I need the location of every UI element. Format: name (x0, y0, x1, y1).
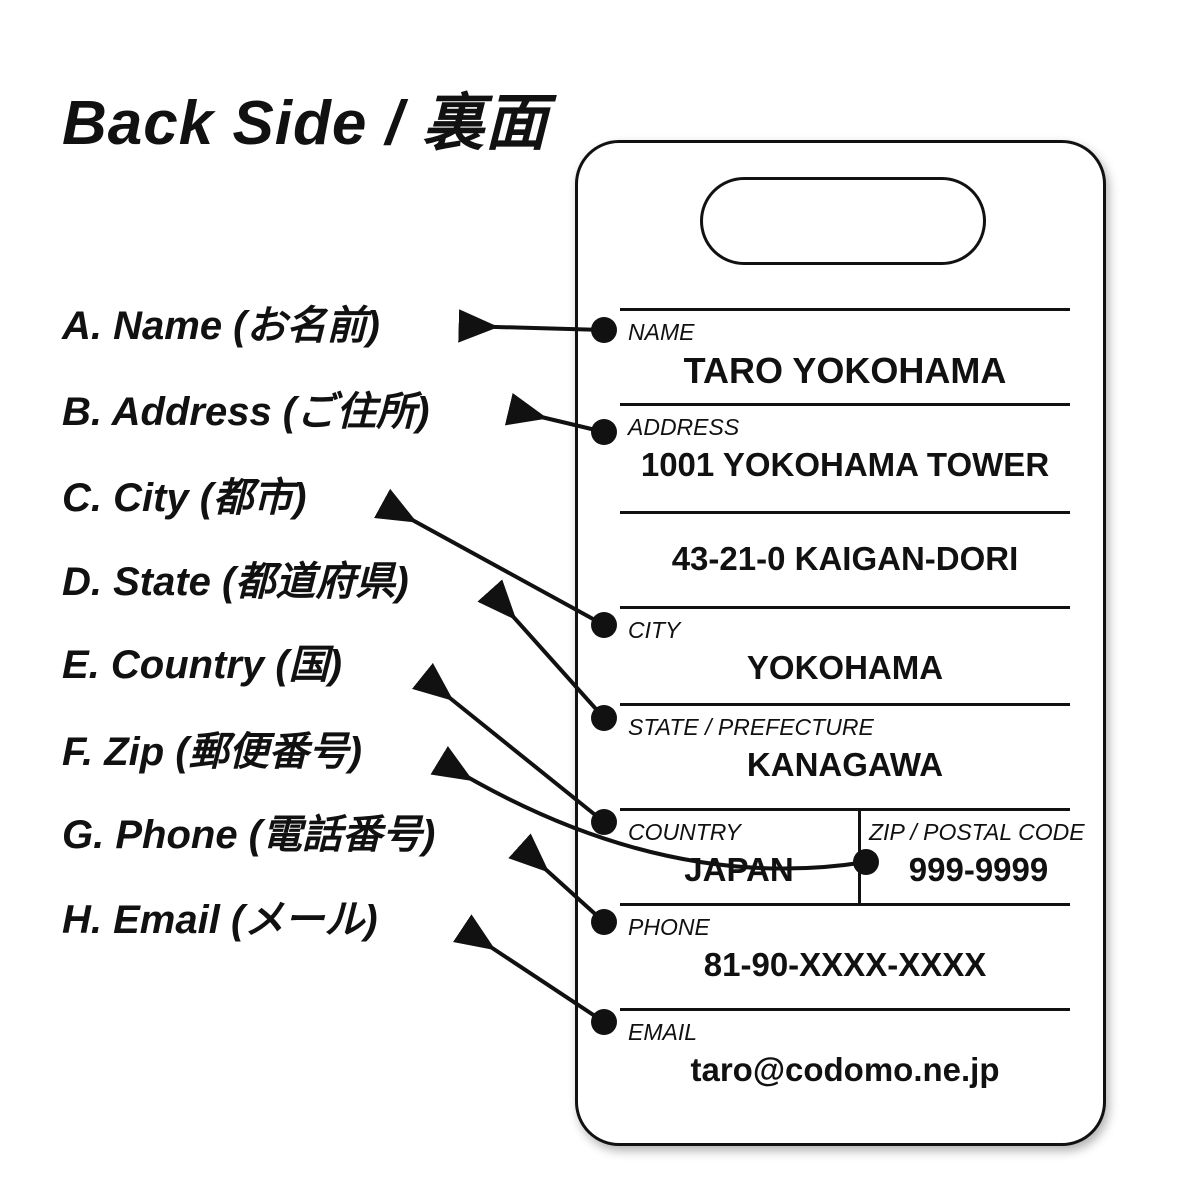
field-city-value: YOKOHAMA (746, 649, 944, 686)
field-state-label: STATE / PREFECTURE (628, 714, 874, 740)
field-address-value: 1001 YOKOHAMA TOWER (640, 446, 1050, 483)
field-country-zip-row: COUNTRY JAPAN ZIP / POSTAL CODE 999-9999 (620, 808, 1085, 903)
luggage-tag: NAME TARO YOKOHAMA ADDRESS 1001 YOKOHAMA… (575, 140, 1106, 1146)
field-address-value2: 43-21-0 KAIGAN-DORI (671, 540, 1019, 577)
field-zip: ZIP / POSTAL CODE 999-9999 (858, 811, 1085, 903)
field-city: CITY YOKOHAMA (620, 606, 1070, 703)
field-email-value: taro@codomo.ne.jp (690, 1051, 1000, 1088)
legend-item-phone: G. Phone (電話番号) (62, 813, 436, 857)
field-phone-label: PHONE (628, 914, 710, 940)
legend-item-city: C. City (都市) (62, 476, 307, 520)
legend-item-name: A. Name (お名前) (62, 304, 380, 348)
field-country: COUNTRY JAPAN (620, 811, 858, 903)
field-phone: PHONE 81-90-XXXX-XXXX (620, 903, 1070, 1008)
field-zip-value: 999-9999 (908, 851, 1049, 888)
field-state: STATE / PREFECTURE KANAGAWA (620, 703, 1070, 808)
field-phone-value: 81-90-XXXX-XXXX (703, 946, 987, 983)
field-zip-label: ZIP / POSTAL CODE (869, 819, 1085, 845)
field-country-label: COUNTRY (628, 819, 741, 845)
field-email-label: EMAIL (628, 1019, 698, 1045)
field-name: NAME TARO YOKOHAMA (620, 308, 1070, 403)
field-state-value: KANAGAWA (746, 746, 944, 783)
legend-item-state: D. State (都道府県) (62, 560, 409, 604)
legend-item-address: B. Address (ご住所) (62, 390, 430, 434)
field-email: EMAIL taro@codomo.ne.jp (620, 1008, 1070, 1140)
legend-item-zip: F. Zip (郵便番号) (62, 730, 362, 774)
field-country-value: JAPAN (684, 851, 794, 888)
field-address-label: ADDRESS (628, 414, 740, 440)
field-name-value: TARO YOKOHAMA (683, 350, 1007, 391)
legend-item-country: E. Country (国) (62, 643, 342, 687)
field-address: ADDRESS 1001 YOKOHAMA TOWER (620, 403, 1070, 511)
connector-city (374, 488, 605, 627)
field-city-label: CITY (628, 617, 681, 643)
page-title: Back Side / 裏面 (62, 89, 549, 158)
legend-item-email: H. Email (メール) (62, 898, 378, 942)
field-address-line2: 43-21-0 KAIGAN-DORI (620, 511, 1070, 606)
field-name-label: NAME (628, 319, 695, 345)
tag-handle-cutout (700, 177, 986, 265)
